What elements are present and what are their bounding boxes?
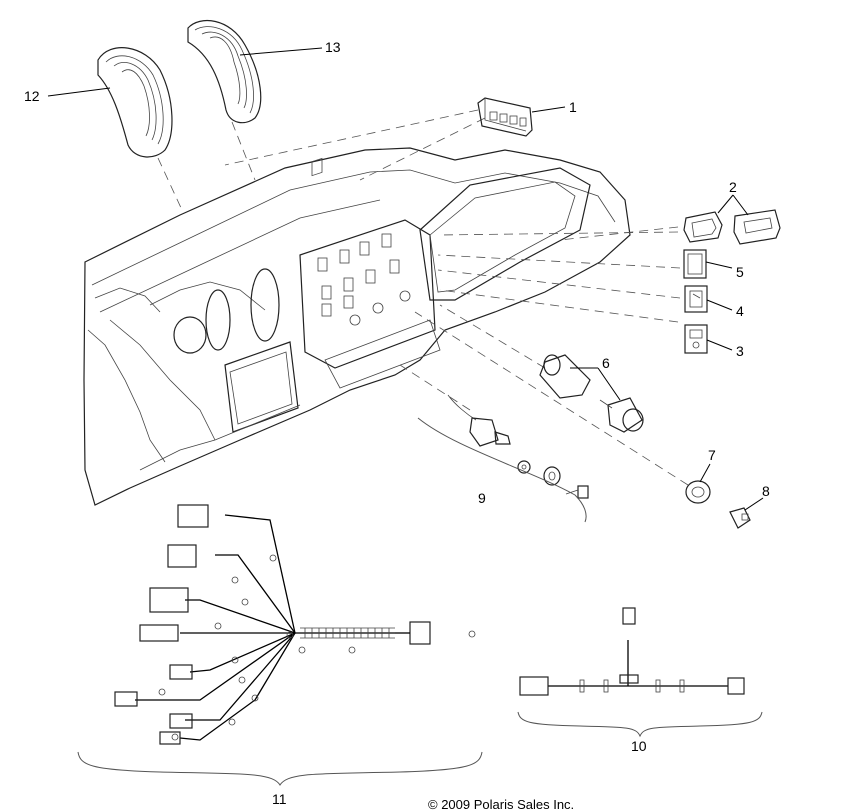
- relay-block-1: [477, 97, 533, 137]
- switch-panel: [299, 157, 436, 369]
- callout-9: 9: [478, 490, 486, 506]
- handle-pad-12: [97, 47, 173, 158]
- callout-2: 2: [729, 179, 737, 195]
- bulb-socket-8: [729, 507, 751, 529]
- rocker-switch-3: [684, 324, 708, 354]
- handle-pad-13: [187, 20, 262, 124]
- callout-3: 3: [736, 343, 744, 359]
- callout-labels: 1 2 3 4 5 6 7 8 9 10 11 12 13: [24, 39, 770, 807]
- copyright-notice: © 2009 Polaris Sales Inc.: [428, 797, 574, 810]
- callout-5: 5: [736, 264, 744, 280]
- callout-1: 1: [569, 99, 577, 115]
- callout-13: 13: [325, 39, 341, 55]
- bushing-7: [685, 480, 711, 504]
- assembly-dashed-lines: [157, 109, 689, 486]
- callout-8: 8: [762, 483, 770, 499]
- callout-12: 12: [24, 88, 40, 104]
- switch-bezel-2: [683, 209, 781, 245]
- dashboard-panel: [83, 147, 631, 506]
- wire-harness-11: [77, 504, 483, 786]
- ignition-switch-9: [417, 394, 589, 523]
- wire-harness-10: [517, 607, 763, 738]
- power-outlet-6: [539, 354, 644, 433]
- switch-plate-5: [683, 249, 707, 279]
- callout-leaders: [47, 47, 764, 511]
- rocker-switch-4: [684, 285, 708, 313]
- callout-4: 4: [736, 303, 744, 319]
- callout-7: 7: [708, 447, 716, 463]
- callout-6: 6: [602, 355, 610, 371]
- callout-10: 10: [631, 738, 647, 754]
- callout-11: 11: [272, 791, 287, 807]
